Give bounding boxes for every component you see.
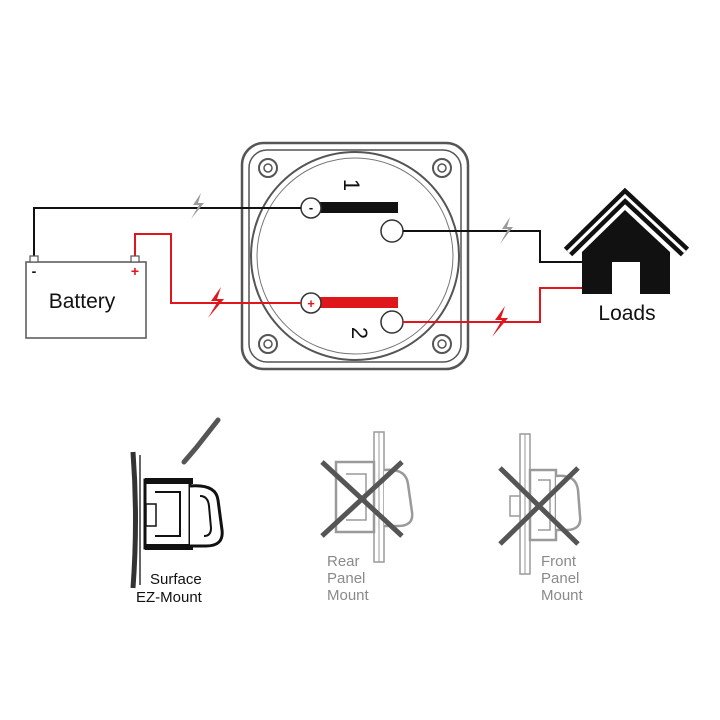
lightning-icon [191,193,204,219]
battery: - + Battery [25,255,147,339]
switch-knob-inner [199,495,213,537]
battery-label: Battery [49,290,116,313]
switch-dial-inner [256,157,454,355]
switch-side-detail [155,491,181,537]
rear-label-line1: Rear [327,553,360,570]
switch-knob [189,484,224,548]
switch-side-flange-top [145,478,193,484]
switch-rear-stud [509,495,521,517]
battery-negative-post [29,255,39,263]
battery-positive-post [130,255,140,263]
terminal-1-label: 1 [339,179,364,191]
terminal-1-bus-bar [318,202,398,213]
screw-icon [258,334,278,354]
screw-center [437,163,447,173]
screw-icon [432,158,452,178]
house-body [582,210,670,294]
rear-label-line3: Mount [327,587,370,604]
front-label-line1: Front [541,553,577,570]
switch-knob [383,468,414,528]
lightning-icon [500,217,513,244]
loads-label: Loads [598,302,655,325]
battery-positive-symbol: + [131,263,139,279]
x-icon-stroke-2 [320,460,404,538]
screw-center [263,163,273,173]
screw-center [437,339,447,349]
wires [33,207,582,323]
surface-label-line2: EZ-Mount [136,589,203,606]
screw-center [263,339,273,349]
positive-marker: + [307,296,315,311]
battery-body [25,261,147,339]
surface-label-line1: Surface [150,571,202,588]
terminal-1-stud [380,219,404,243]
negative-wire-battery [33,207,301,262]
switch-housing-inner [248,149,462,363]
rear-label-line2: Panel [327,570,365,587]
positive-wire-loads [403,287,582,323]
terminal-2-bus-bar [318,297,398,308]
positive-wire-battery [134,233,301,304]
lightning-icon [208,287,224,318]
terminal-2-stud [380,310,404,334]
screw-icon [258,158,278,178]
switch-side-flange-bottom [145,544,193,550]
front-label-line2: Panel [541,570,579,587]
terminal-2-label: 2 [347,327,372,339]
lightning-icon [492,306,508,337]
screw-icon [432,334,452,354]
switch-side-body [334,460,376,534]
switch-side-detail [538,479,551,531]
negative-wire-loads [403,230,582,263]
house-roof-highlight [566,193,687,254]
mount-option-rear: Rear Panel Mount [320,431,414,604]
battery-switch: - 1 + 2 [240,141,470,371]
corner-screws [258,158,452,354]
check-icon [181,417,221,465]
negative-marker: - [309,200,313,215]
loads-house-icon: Loads [563,187,690,325]
lightning-marks [191,193,513,337]
mount-option-surface: Surface EZ-Mount [130,417,224,606]
battery-negative-symbol: - [32,263,37,279]
mount-option-front: Front Panel Mount [498,433,584,604]
x-icon-stroke-2 [498,466,580,546]
front-label-line3: Mount [541,587,584,604]
mount-panel [130,451,138,589]
switch-side-stud [145,503,157,527]
